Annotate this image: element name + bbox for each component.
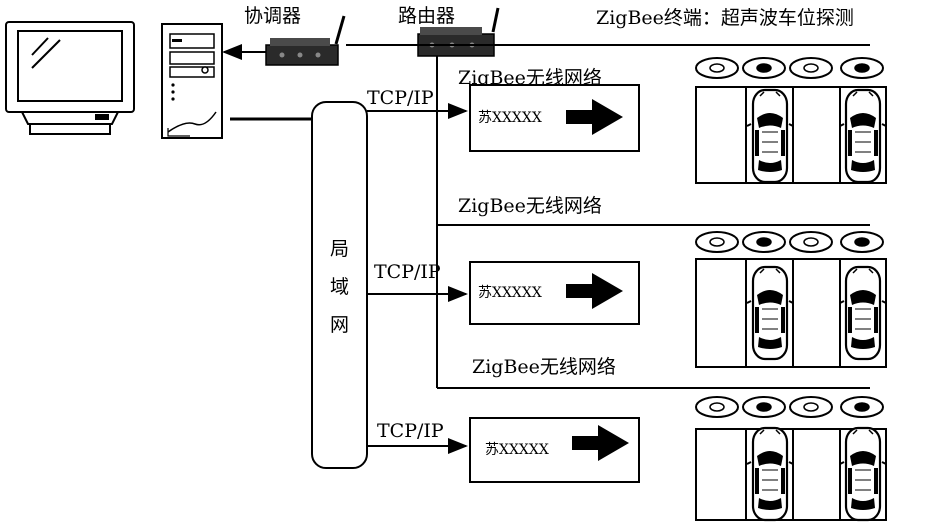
protocol-label: TCP/IP	[374, 261, 441, 283]
computer-tower-icon	[161, 23, 223, 139]
sensor-icon	[695, 57, 739, 79]
sensor-icon	[742, 231, 786, 253]
sensor-icon	[840, 57, 884, 79]
lan-char-1: 局	[330, 238, 349, 260]
section-3: TCP/IP ZigBee无线网络 苏XXXXX	[367, 356, 870, 483]
endpoint-label: ZigBee终端：超声波车位探测	[596, 7, 854, 29]
car-icon	[838, 426, 888, 522]
arrow-right-icon	[572, 425, 629, 461]
section-1: TCP/IP ZigBee无线网络 苏XXXXX	[367, 67, 640, 152]
car-icon	[745, 88, 795, 184]
car-icon	[745, 426, 795, 522]
section-2: TCP/IP ZigBee无线网络 苏XXXXX	[367, 195, 870, 325]
sensor-group	[695, 57, 884, 418]
plate-text: 苏XXXXX	[485, 442, 549, 458]
car-icon	[745, 265, 795, 361]
parking-row-1	[695, 86, 888, 184]
sensor-icon	[789, 57, 833, 79]
arrow-right-icon	[566, 273, 623, 309]
protocol-label: TCP/IP	[377, 420, 444, 442]
protocol-label: TCP/IP	[367, 87, 434, 109]
plate-text: 苏XXXXX	[478, 285, 542, 301]
router-label: 路由器	[398, 5, 455, 27]
plate-text: 苏XXXXX	[478, 110, 542, 126]
coordinator-label: 协调器	[244, 5, 301, 27]
car-icon	[838, 265, 888, 361]
sensor-icon	[742, 57, 786, 79]
sensor-icon	[695, 396, 739, 418]
arrow-right-icon	[566, 99, 623, 135]
monitor-icon	[5, 21, 135, 135]
car-icon	[838, 88, 888, 184]
sensor-icon	[789, 231, 833, 253]
sensor-icon	[789, 396, 833, 418]
network-label: ZigBee无线网络	[458, 67, 602, 89]
lan-block	[311, 101, 368, 469]
sensor-icon	[695, 231, 739, 253]
lan-char-3: 网	[330, 314, 349, 336]
network-label: ZigBee无线网络	[458, 195, 602, 217]
sensor-icon	[742, 396, 786, 418]
sensor-icon	[840, 396, 884, 418]
lan-char-2: 域	[330, 276, 349, 298]
parking-row-2	[695, 258, 888, 368]
sensor-icon	[840, 231, 884, 253]
parking-row-3	[695, 426, 888, 522]
network-label: ZigBee无线网络	[472, 356, 616, 378]
coordinator-device-icon	[265, 15, 346, 66]
